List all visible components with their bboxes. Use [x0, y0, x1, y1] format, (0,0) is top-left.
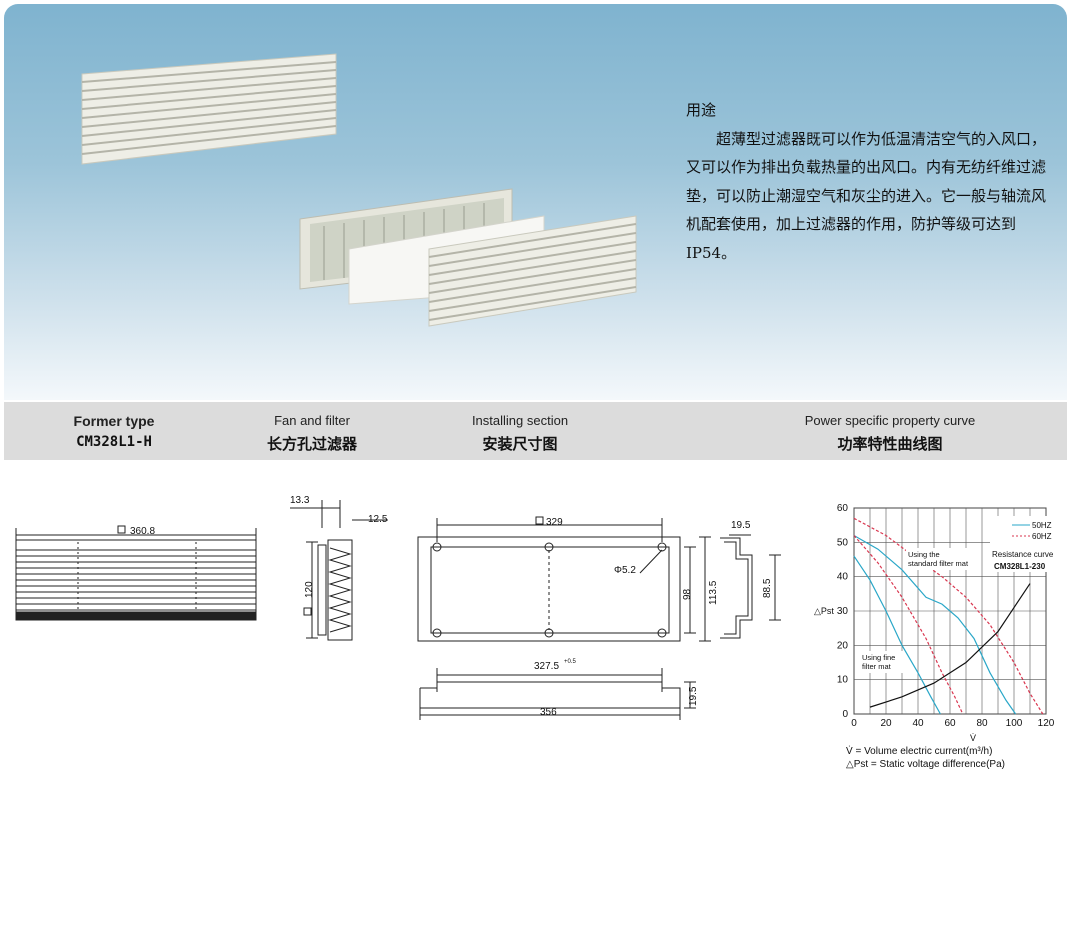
dim-98: 98 [682, 588, 693, 600]
chart-legend: 50HZ 60HZ Resistance curve CM328L1-230 [990, 516, 1066, 572]
note-volume: V̇ = Volume electric current(m³/h) [846, 746, 993, 757]
dim-113-5: 113.5 [708, 580, 719, 605]
installing-label: Installing section [471, 413, 569, 428]
x-tick-label: 120 [1038, 718, 1055, 729]
fan-filter-label: Fan and filter [274, 413, 350, 428]
usage-text: 超薄型过滤器既可以作为低温清洁空气的入风口，又可以作为排出负载热量的出风口。内有… [686, 129, 1047, 262]
curve-label-zh: 功率特性曲线图 [837, 435, 943, 453]
former-type-label: Former type [73, 413, 155, 429]
y-tick-label: 0 [842, 709, 848, 720]
installing-column: Installing section 安装尺寸图 [440, 402, 600, 460]
dim-88-5: 88.5 [762, 578, 773, 598]
curve-column: Power specific property curve 功率特性曲线图 [780, 402, 1000, 460]
fan-filter-column: Fan and filter 长方孔过滤器 [242, 402, 382, 460]
dim-width-360: 360.8 [130, 526, 155, 537]
legend-60hz: 60HZ [1032, 532, 1052, 541]
usage-title: 用途 [686, 101, 717, 119]
side-section-drawing [290, 500, 388, 641]
dim-327-5: 327.5 [534, 661, 559, 672]
note-pressure: △Pst = Static voltage difference(Pa) [846, 759, 1005, 770]
dim-19-5-side: 19.5 [731, 520, 751, 531]
chart-ylabel: △Pst [814, 606, 834, 616]
installing-label-zh: 安装尺寸图 [482, 435, 558, 453]
y-tick-label: 20 [837, 640, 849, 651]
curve-label: Power specific property curve [804, 413, 976, 428]
dim-356: 356 [540, 707, 557, 718]
x-tick-label: 80 [976, 718, 988, 729]
chart-series [853, 517, 1044, 715]
former-type-column: Former type CM328L1-H [44, 402, 184, 460]
dim-19-5-bottom: 19.5 [688, 686, 699, 706]
dim-327-5-tolerance: +0.5 [564, 659, 577, 665]
x-tick-label: 40 [912, 718, 924, 729]
legend-resistance: Resistance curve [992, 550, 1054, 559]
y-tick-label: 10 [837, 675, 849, 686]
front-view-drawing [15, 528, 257, 621]
product-photo [81, 53, 637, 327]
installing-top-view [417, 518, 711, 642]
chart-notes: V̇ = Volume electric current(m³/h) △Pst … [846, 745, 1005, 771]
dim-12-5: 12.5 [368, 514, 388, 525]
y-tick-label: 30 [837, 606, 849, 617]
curve-50hz-standard [853, 534, 1017, 715]
spec-header-band: Former type CM328L1-H Fan and filter 长方孔… [4, 402, 1067, 460]
model-number: CM328L1-H [76, 434, 152, 450]
x-tick-label: 0 [851, 718, 857, 729]
legend-50hz: 50HZ [1032, 521, 1052, 530]
product-banner [4, 4, 1067, 400]
filter-grille-photo [81, 53, 337, 165]
exploded-assembly-photo [299, 188, 637, 327]
dim-13-3: 13.3 [290, 495, 310, 506]
chart-model: CM328L1-230 [994, 562, 1046, 571]
curve-60hz-fine [853, 535, 964, 715]
side-profile-drawing [720, 534, 781, 639]
x-tick-label: 60 [944, 718, 956, 729]
y-tick-label: 40 [837, 572, 849, 583]
x-tick-label: 20 [880, 718, 892, 729]
fan-filter-label-zh: 长方孔过滤器 [266, 435, 357, 453]
y-tick-label: 50 [837, 537, 849, 548]
technical-drawings: 360.8 13.3 12.5 120 329 Φ5.2 98 113.5 19… [15, 495, 781, 720]
curve-60hz-standard [853, 517, 1044, 715]
dim-hole-5-2: Φ5.2 [614, 565, 636, 576]
chart-xlabel: V̇ [970, 733, 976, 743]
dim-329: 329 [546, 517, 563, 528]
resistance-curve [869, 583, 1031, 708]
curve-50hz-fine [853, 555, 941, 715]
y-tick-label: 60 [837, 503, 849, 514]
usage-description: 用途 超薄型过滤器既可以作为低温清洁空气的入风口，又可以作为排出负载热量的出风口… [686, 96, 1058, 267]
performance-chart: 0 10 20 30 40 50 60 0 20 40 60 80 100 120 50HZ 60HZ R… [814, 503, 1066, 743]
chart-ticks: 0 10 20 30 40 50 60 0 20 40 60 80 100 120 [837, 503, 1055, 729]
bottom-profile-drawing [419, 668, 696, 720]
x-tick-label: 100 [1006, 718, 1023, 729]
dim-120: 120 [304, 581, 315, 598]
